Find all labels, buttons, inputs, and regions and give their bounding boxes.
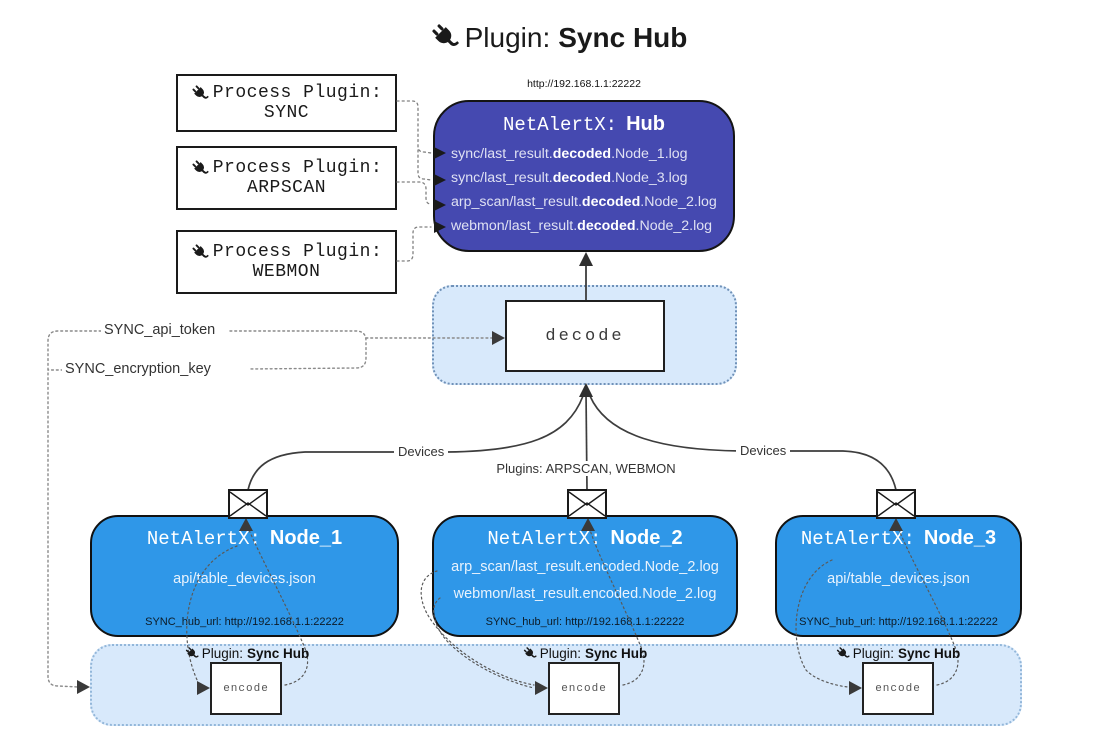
node-3-box: NetAlertX:Node_3 api/table_devices.json …: [775, 515, 1022, 637]
hub-log-line: webmon/last_result.decoded.Node_2.log: [451, 218, 713, 234]
process-plugin-name: ARPSCAN: [246, 178, 327, 198]
plug-icon: [185, 647, 199, 658]
process-plugin-label: Process Plugin:: [212, 83, 383, 103]
envelope-icon: [876, 489, 916, 519]
edge-label-devices-right: Devices: [736, 443, 791, 458]
process-plugin-box-arpscan: Process Plugin: ARPSCAN: [176, 146, 397, 210]
node-title: NetAlertX:Node_1: [146, 527, 343, 550]
hub-title-bold: Hub: [626, 113, 665, 135]
secret-to-band-arrowhead: [77, 680, 90, 694]
sync-encryption-key-label: SYNC_encryption_key: [62, 361, 214, 377]
converge-arrowhead: [579, 383, 593, 397]
node-title: NetAlertX:Node_3: [800, 527, 997, 550]
title-prefix: Plugin:: [464, 22, 551, 53]
hub-url: http://192.168.1.1:22222: [527, 78, 641, 90]
envelope-icon: [228, 489, 268, 519]
process-plugin-header: Process Plugin:: [191, 83, 383, 103]
plug-icon: [192, 84, 209, 99]
hub-log-line: sync/last_result.decoded.Node_1.log: [451, 146, 688, 162]
hub-title-prefix: NetAlertX:: [503, 114, 618, 136]
hub-log-list: sync/last_result.decoded.Node_1.log sync…: [435, 142, 733, 238]
decode-box: decode: [505, 300, 665, 372]
process-plugin-name: SYNC: [263, 103, 310, 123]
sync-api-token-label: SYNC_api_token: [101, 322, 219, 338]
title-bold: Sync Hub: [558, 22, 688, 53]
plug-icon: [836, 647, 850, 658]
node-file-line: arp_scan/last_result.encoded.Node_2.log: [451, 559, 719, 575]
page-title: Plugin:Sync Hub: [0, 22, 1117, 54]
process-plugin-header: Process Plugin:: [191, 158, 383, 178]
hub-log-line: sync/last_result.decoded.Node_3.log: [451, 170, 688, 186]
encoder-plugin-label: Plugin:Sync Hub: [185, 646, 309, 661]
plug-icon: [431, 24, 459, 46]
node-1-box: NetAlertX:Node_1 api/table_devices.json …: [90, 515, 399, 637]
process-plugin-name: WEBMON: [252, 262, 321, 282]
edge-label-plugins: Plugins: ARPSCAN, WEBMON: [492, 461, 680, 476]
hub-title: NetAlertX: Hub: [435, 113, 733, 136]
plugin-to-hub-connectors: [396, 100, 432, 262]
sync-hub-url: SYNC_hub_url: http://192.168.1.1:22222: [799, 616, 998, 628]
process-plugin-box-webmon: Process Plugin: WEBMON: [176, 230, 397, 294]
encoder-plugin-label: Plugin:Sync Hub: [523, 646, 647, 661]
node-file-line: api/table_devices.json: [173, 571, 316, 587]
encode-box: encode: [210, 662, 282, 715]
process-plugin-label: Process Plugin:: [212, 158, 383, 178]
node-title: NetAlertX:Node_2: [487, 527, 683, 550]
encoder-plugin-label: Plugin:Sync Hub: [836, 646, 960, 661]
sync-hub-url: SYNC_hub_url: http://192.168.1.1:22222: [145, 616, 344, 628]
plug-icon: [192, 159, 209, 174]
plug-icon: [523, 647, 537, 658]
node-file-line: webmon/last_result.encoded.Node_2.log: [453, 586, 717, 602]
process-plugin-label: Process Plugin:: [212, 242, 383, 262]
sync-hub-url: SYNC_hub_url: http://192.168.1.1:22222: [485, 616, 685, 628]
process-plugin-box-sync: Process Plugin: SYNC: [176, 74, 397, 132]
process-plugin-header: Process Plugin:: [191, 242, 383, 262]
node-2-box: NetAlertX:Node_2 arp_scan/last_result.en…: [432, 515, 738, 637]
plug-icon: [192, 243, 209, 258]
encode-box: encode: [548, 662, 620, 715]
hub-log-line: arp_scan/last_result.decoded.Node_2.log: [451, 194, 717, 210]
encode-box: encode: [862, 662, 934, 715]
edge-label-devices-left: Devices: [394, 444, 449, 459]
envelope-icon: [567, 489, 607, 519]
node-file-line: api/table_devices.json: [827, 571, 970, 587]
hub-box: NetAlertX: Hub sync/last_result.decoded.N…: [433, 100, 735, 252]
